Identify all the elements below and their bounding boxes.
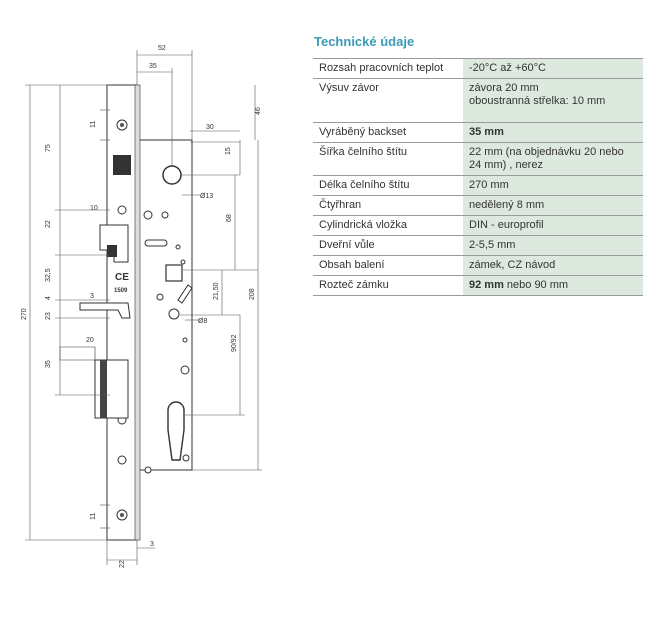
spec-label: Dveřní vůle: [313, 235, 463, 256]
spec-label: Rozteč zámku: [313, 275, 463, 296]
dim-46: 46: [255, 107, 262, 115]
year-mark: 1509: [114, 288, 128, 294]
spec-value-bold: 92 mm: [469, 279, 504, 291]
lock-technical-drawing: CE 1509: [21, 45, 262, 568]
spec-value: závora 20 mm oboustranná střelka: 10 mm: [463, 78, 643, 123]
dim-75: 75: [45, 144, 52, 152]
spec-label: Výsuv závor: [313, 78, 463, 123]
dim-68: 68: [226, 214, 233, 222]
latch: [99, 224, 129, 263]
table-row: Šířka čelního štítu 22 mm (na objednávku…: [313, 142, 643, 176]
dim-30: 30: [206, 124, 214, 131]
dim-11-bottom: 11: [90, 513, 97, 520]
spec-value: 35 mm: [463, 122, 643, 143]
screw-hole: [117, 205, 127, 215]
dim-20: 20: [86, 337, 94, 344]
spec-value: 92 mm nebo 90 mm: [463, 275, 643, 296]
spec-label: Čtyřhran: [313, 195, 463, 216]
spec-value: 2-5,5 mm: [463, 235, 643, 256]
table-row: Délka čelního štítu 270 mm: [313, 175, 643, 196]
dim-208: 208: [249, 288, 256, 300]
spec-value-tail: nebo 90 mm: [503, 279, 569, 291]
dim-32-5: 32,5: [45, 268, 52, 282]
dim-270: 270: [21, 308, 28, 320]
spec-value-line: oboustranná střelka: 10 mm: [469, 95, 606, 107]
spec-value: DIN - europrofil: [463, 215, 643, 236]
dim-22-width: 22: [119, 560, 126, 568]
spec-value-line: závora 20 mm: [469, 82, 539, 94]
dim-90-92: 90/92: [231, 334, 238, 352]
spec-value-bold: 35 mm: [469, 126, 504, 138]
dim-11-top: 11: [90, 121, 97, 128]
spec-label: Rozsah pracovních teplot: [313, 58, 463, 79]
dim-35: 35: [149, 63, 157, 70]
ce-mark: CE: [115, 272, 129, 283]
table-row: Čtyřhran nedělený 8 mm: [313, 195, 643, 216]
dim-15: 15: [225, 147, 232, 155]
table-row: Obsah balení zámek, CZ návod: [313, 255, 643, 276]
spec-value: zámek, CZ návod: [463, 255, 643, 276]
spec-value: -20°C až +60°C: [463, 58, 643, 79]
dim-35-low: 35: [45, 360, 52, 368]
table-row: Cylindrická vložka DIN - europrofil: [313, 215, 643, 236]
spec-label: Délka čelního štítu: [313, 175, 463, 196]
dim-8: Ø8: [198, 318, 207, 325]
dim-21-50: 21,50: [213, 282, 220, 300]
spec-label: Cylindrická vložka: [313, 215, 463, 236]
spec-value: 22 mm (na objednávku 20 nebo 24 mm) , ne…: [463, 142, 643, 176]
dim-3: 3: [90, 293, 94, 300]
dim-10: 10: [90, 205, 98, 212]
spec-label: Šířka čelního štítu: [313, 142, 463, 176]
dim-52: 52: [158, 45, 166, 52]
dim-23: 23: [45, 312, 52, 320]
table-row: Rozsah pracovních teplot -20°C až +60°C: [313, 58, 643, 79]
spec-value: 270 mm: [463, 175, 643, 196]
table-row: Dveřní vůle 2-5,5 mm: [313, 235, 643, 256]
spec-label: Vyráběný backset: [313, 122, 463, 143]
dim-4: 4: [45, 296, 52, 300]
spec-label: Obsah balení: [313, 255, 463, 276]
table-row: Rozteč zámku 92 mm nebo 90 mm: [313, 275, 643, 296]
section-title: Technické údaje: [314, 34, 415, 49]
deadbolt: [94, 359, 129, 419]
cylinder-hole: [167, 401, 185, 461]
technical-specs-table: Rozsah pracovních teplot -20°C až +60°C …: [313, 58, 643, 296]
spindle-square: [165, 264, 183, 282]
dim-13: Ø13: [200, 193, 213, 200]
dim-22: 22: [45, 220, 52, 228]
table-row: Vyráběný backset 35 mm: [313, 122, 643, 143]
table-row: Výsuv závor závora 20 mm oboustranná stř…: [313, 78, 643, 123]
follower-hole: [162, 165, 182, 185]
dim-3-bottom: 3: [150, 541, 154, 548]
brand-logo: [113, 155, 131, 175]
spec-value: nedělený 8 mm: [463, 195, 643, 216]
